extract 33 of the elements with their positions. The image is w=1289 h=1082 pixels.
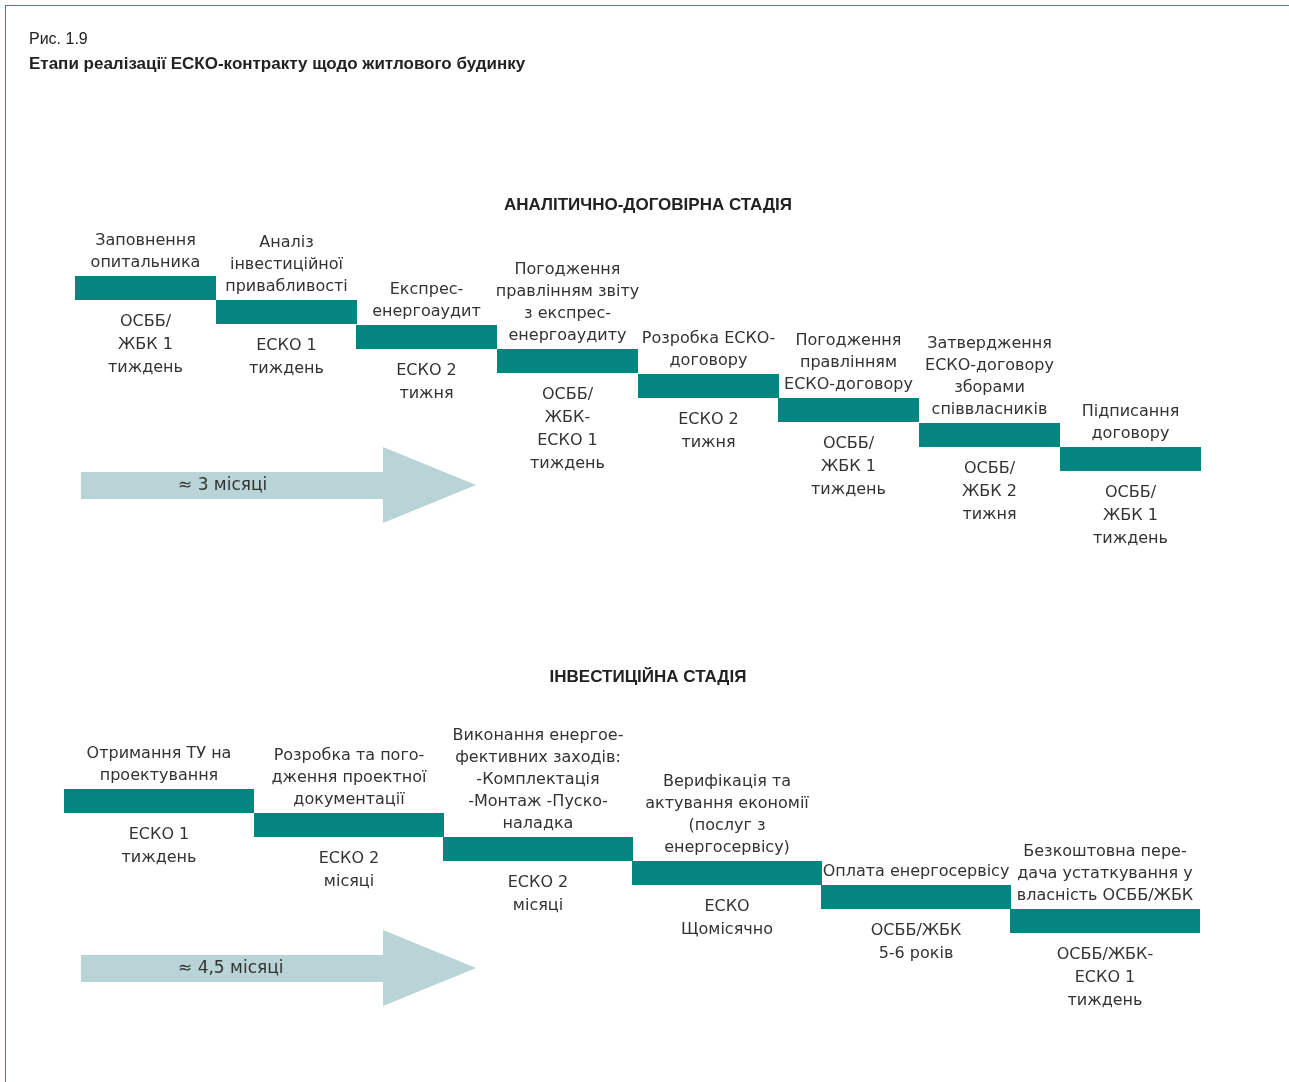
step-responsible-duration: ОСББ/ЖБК 1 тиждень [1092, 481, 1169, 549]
step-title: Затвердження ЕСКО-договору зборами співвласників [924, 332, 1055, 420]
step-responsible-duration: ОСББ/ЖБК 5-6 років [869, 919, 963, 964]
step-title: Розробка ЕСКО-договору [640, 327, 777, 371]
step-title: Безкоштовна пере-дача устаткування у власність ОСББ/ЖБК [1015, 840, 1195, 906]
step-responsible-duration: ОСББ/ЖБК-ЕСКО 1 тиждень [529, 383, 606, 474]
step-title: Оплата енергосервісу [821, 860, 1011, 882]
step-title: Заповнення опитальника [89, 229, 202, 273]
step-responsible-duration: ЕСКО 2 місяці [317, 847, 381, 892]
step-title: Верифікація та актування економії (послуг з енергосервісу) [644, 770, 810, 858]
step-responsible-duration: ОСББ/ЖБК-ЕСКО 1 тиждень [1055, 943, 1155, 1011]
step-responsible-duration: ЕСКО 1 тиждень [120, 823, 198, 868]
step-responsible-duration: ОСББ/ЖБК 1 тиждень [810, 432, 887, 500]
duration-label: ≈ 3 місяці [178, 476, 268, 493]
step-title: Погодження правлінням ЕСКО-договору [783, 329, 914, 395]
step-title: Погодження правлінням звіту з експрес-енергоаудиту [494, 258, 641, 346]
step-responsible-duration: ЕСКО Щомісячно [680, 895, 774, 940]
step-responsible-duration: ОСББ/ЖБК 2 тижня [961, 457, 1018, 525]
step-responsible-duration: ЕСКО 2 місяці [506, 871, 570, 916]
step-title: Аналіз інвестиційної привабливості [224, 231, 349, 297]
step-responsible-duration: ЕСКО 2 тижня [677, 408, 740, 453]
stage-heading: АНАЛІТИЧНО-ДОГОВІРНА СТАДІЯ [503, 194, 793, 216]
step-responsible-duration: ЕСКО 1 тиждень [248, 334, 325, 379]
step-responsible-duration: ОСББ/ЖБК 1 тиждень [107, 310, 184, 378]
stage-heading: ІНВЕСТИЦІЙНА СТАДІЯ [549, 666, 747, 688]
duration-label: ≈ 4,5 місяці [178, 959, 284, 976]
step-title: Виконання енергое-фективних заходів: -Комплектація -Монтаж -Пуско-наладка [451, 724, 625, 834]
step-title: Підписання договору [1080, 400, 1181, 444]
figure-number: Рис. 1.9 [29, 29, 88, 49]
figure-title: Етапи реалізації ЕСКО-контракту щодо житлового будинку [29, 53, 526, 75]
step-title: Розробка та пого-дження проектної документації [270, 744, 428, 810]
step-title: Отримання ТУ на проектування [85, 742, 233, 786]
step-responsible-duration: ЕСКО 2 тижня [395, 359, 458, 404]
